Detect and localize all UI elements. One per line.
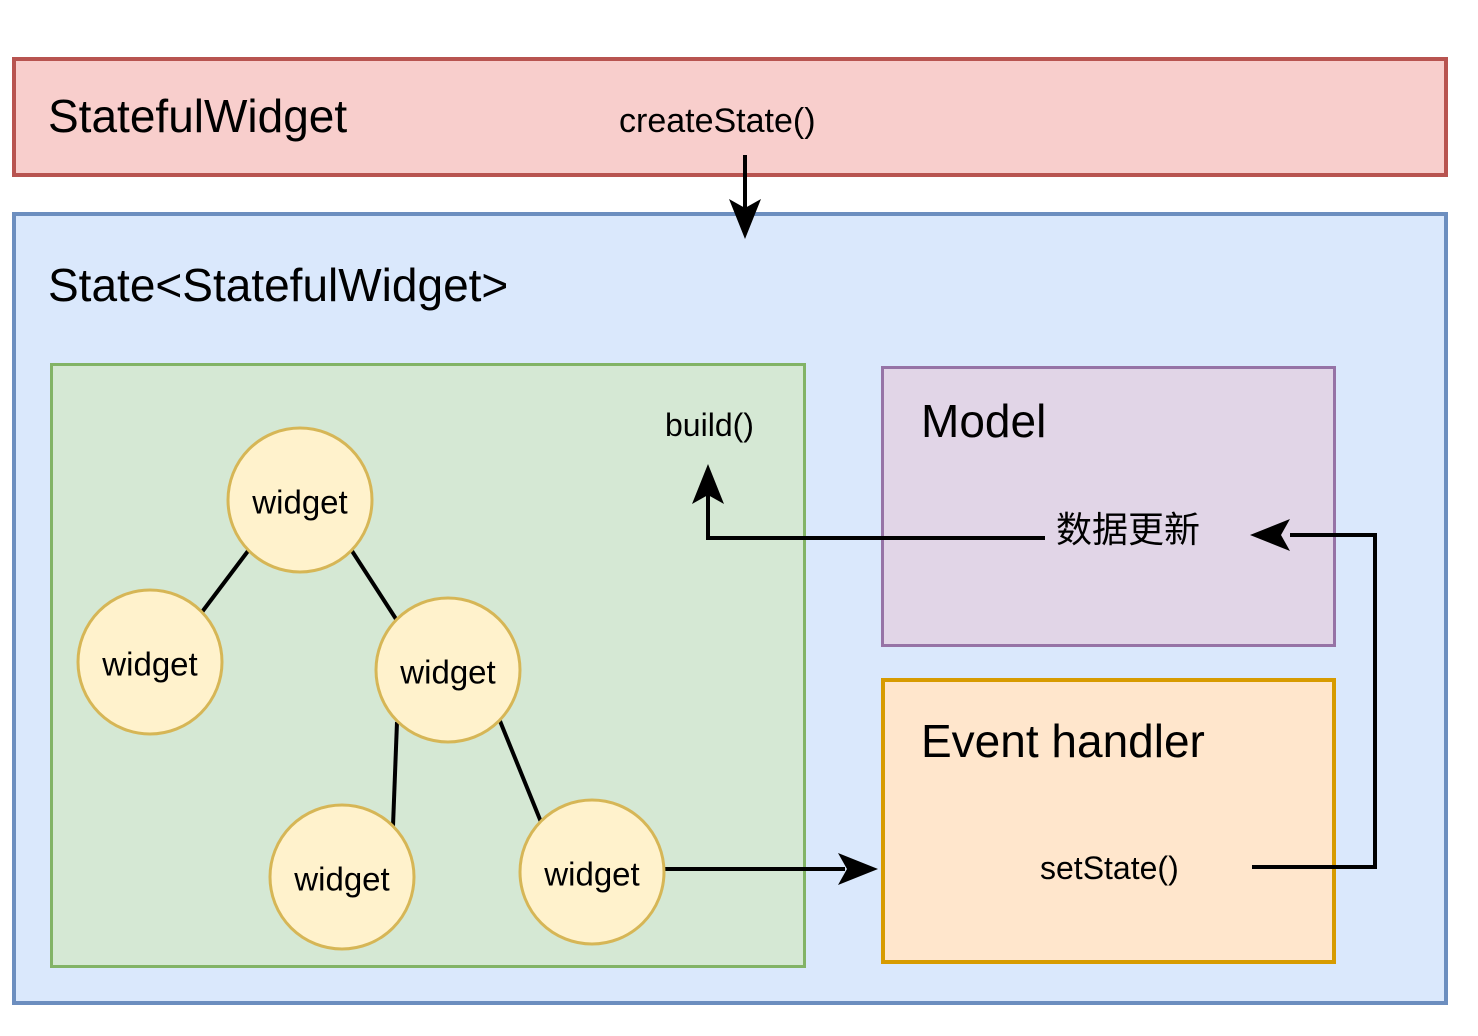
build-edge-label: build() [665,407,754,443]
stateful-widget-container [12,57,1448,177]
model-title: Model [921,395,1047,447]
stateful-widget-title: StatefulWidget [48,90,348,142]
event-handler-title: Event handler [921,715,1205,767]
state-title: State<StatefulWidget> [48,259,509,311]
data-update-edge-label: 数据更新 [1056,510,1201,551]
create-state-edge-label: createState() [619,102,816,140]
widget-tree-container [50,363,806,968]
set-state-edge-label: setState() [1040,850,1179,886]
